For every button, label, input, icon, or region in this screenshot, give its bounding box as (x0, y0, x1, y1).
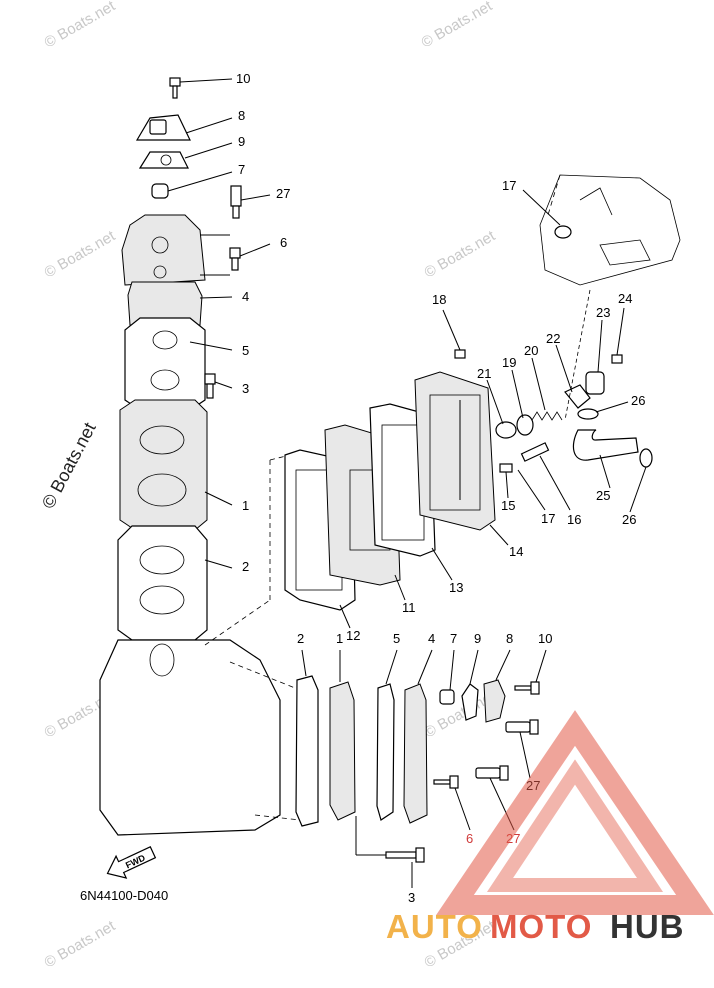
callout-label: 14 (509, 544, 523, 559)
part-row-bolt-6 (433, 775, 471, 831)
part-thermostat-7 (151, 171, 233, 199)
callout-label: 9 (474, 631, 481, 646)
callout-label: 3 (408, 890, 415, 905)
part-row-cover-8 (483, 649, 511, 723)
callout-label: 10 (236, 71, 250, 86)
callout-label: 6 (466, 831, 473, 846)
part-tube-16 (520, 442, 571, 511)
part-row-thermostat-7 (439, 649, 455, 705)
part-hose-25 (572, 429, 639, 489)
fwd-arrow-icon: FWD (106, 846, 157, 879)
callout-label: 16 (567, 512, 581, 527)
callout-label: 26 (631, 393, 645, 408)
part-gasket-9 (138, 142, 233, 169)
callout-label: 7 (238, 162, 245, 177)
callout-label: 17 (502, 178, 516, 193)
part-manifold-14 (414, 371, 509, 546)
callout-label: 25 (596, 488, 610, 503)
part-cylinder-block-head-1 (119, 399, 233, 531)
callout-label: 8 (238, 108, 245, 123)
diagram-code: 6N44100-D040 (80, 888, 168, 903)
part-row-bolt-10 (514, 649, 547, 695)
part-bolt-6-top (229, 243, 271, 271)
callout-label: 10 (538, 631, 552, 646)
watermark: © Boats.net (419, 0, 496, 51)
callout-label: 7 (450, 631, 457, 646)
callout-label: 13 (449, 580, 463, 595)
brand-text-auto: AUTO (386, 908, 483, 945)
watermark: © Boats.net (42, 917, 119, 971)
callout-label: 26 (622, 512, 636, 527)
part-row-head-4 (403, 649, 433, 824)
callout-label: 24 (618, 291, 632, 306)
part-row-sensor-27-lower (475, 765, 515, 831)
callout-label: 6 (280, 235, 287, 250)
watermark: © Boats.net (42, 227, 119, 281)
callout-label: 1 (242, 498, 249, 513)
part-gasket-5 (124, 317, 233, 411)
watermark: © Boats.net (422, 227, 499, 281)
callout-label: 22 (546, 331, 560, 346)
part-row-bolt-3 (355, 816, 425, 888)
brand-text-moto: MOTO (490, 908, 592, 945)
part-row-gasket-2 (295, 649, 319, 827)
part-clip-26 (577, 401, 653, 513)
callout-label: 21 (477, 366, 491, 381)
callout-label: 23 (596, 305, 610, 320)
brand-text-hub: HUB (610, 908, 685, 945)
callout-label: 9 (238, 134, 245, 149)
part-sensor-27-top (230, 185, 271, 219)
part-engine-top-17 (522, 174, 681, 421)
part-row-sensor-27-upper (505, 719, 539, 779)
part-row-gasket-9 (461, 649, 479, 721)
callout-label: 4 (242, 289, 249, 304)
part-row-head-1 (329, 650, 356, 821)
part-head-4 (127, 281, 233, 326)
part-cylinder-block (99, 454, 301, 836)
brand-logo: AUTO MOTO HUB (386, 710, 714, 945)
part-cylinder-head-cover (121, 214, 230, 286)
callout-label: 8 (506, 631, 513, 646)
callout-label: 27 (276, 186, 290, 201)
callout-label: 2 (242, 559, 249, 574)
callout-label: 20 (524, 343, 538, 358)
part-bolt-3-top (204, 373, 233, 399)
part-bolt-18 (442, 309, 466, 359)
part-bolt-24 (611, 307, 625, 364)
part-pin-17 (517, 469, 546, 511)
side-watermark: © Boats.net (38, 419, 100, 512)
part-thermostat-cover-8 (135, 114, 233, 141)
callout-label: 5 (242, 343, 249, 358)
part-bolt-15 (499, 463, 513, 499)
callout-label: 4 (428, 631, 435, 646)
callout-label: 3 (242, 381, 249, 396)
callout-label: 17 (541, 511, 555, 526)
part-row-gasket-5 (376, 649, 398, 821)
part-spring-assembly (486, 357, 563, 439)
part-bolt-10 (169, 77, 233, 99)
callout-label: 2 (297, 631, 304, 646)
callout-label: 1 (336, 631, 343, 646)
part-valve-22-23 (555, 319, 605, 409)
part-head-gasket-2 (117, 525, 233, 641)
watermark: © Boats.net (42, 0, 119, 51)
callout-label: 18 (432, 292, 446, 307)
callout-label: 12 (346, 628, 360, 643)
callout-label: 19 (502, 355, 516, 370)
callout-label: 5 (393, 631, 400, 646)
callout-label: 11 (402, 600, 416, 615)
callout-label: 15 (501, 498, 515, 513)
